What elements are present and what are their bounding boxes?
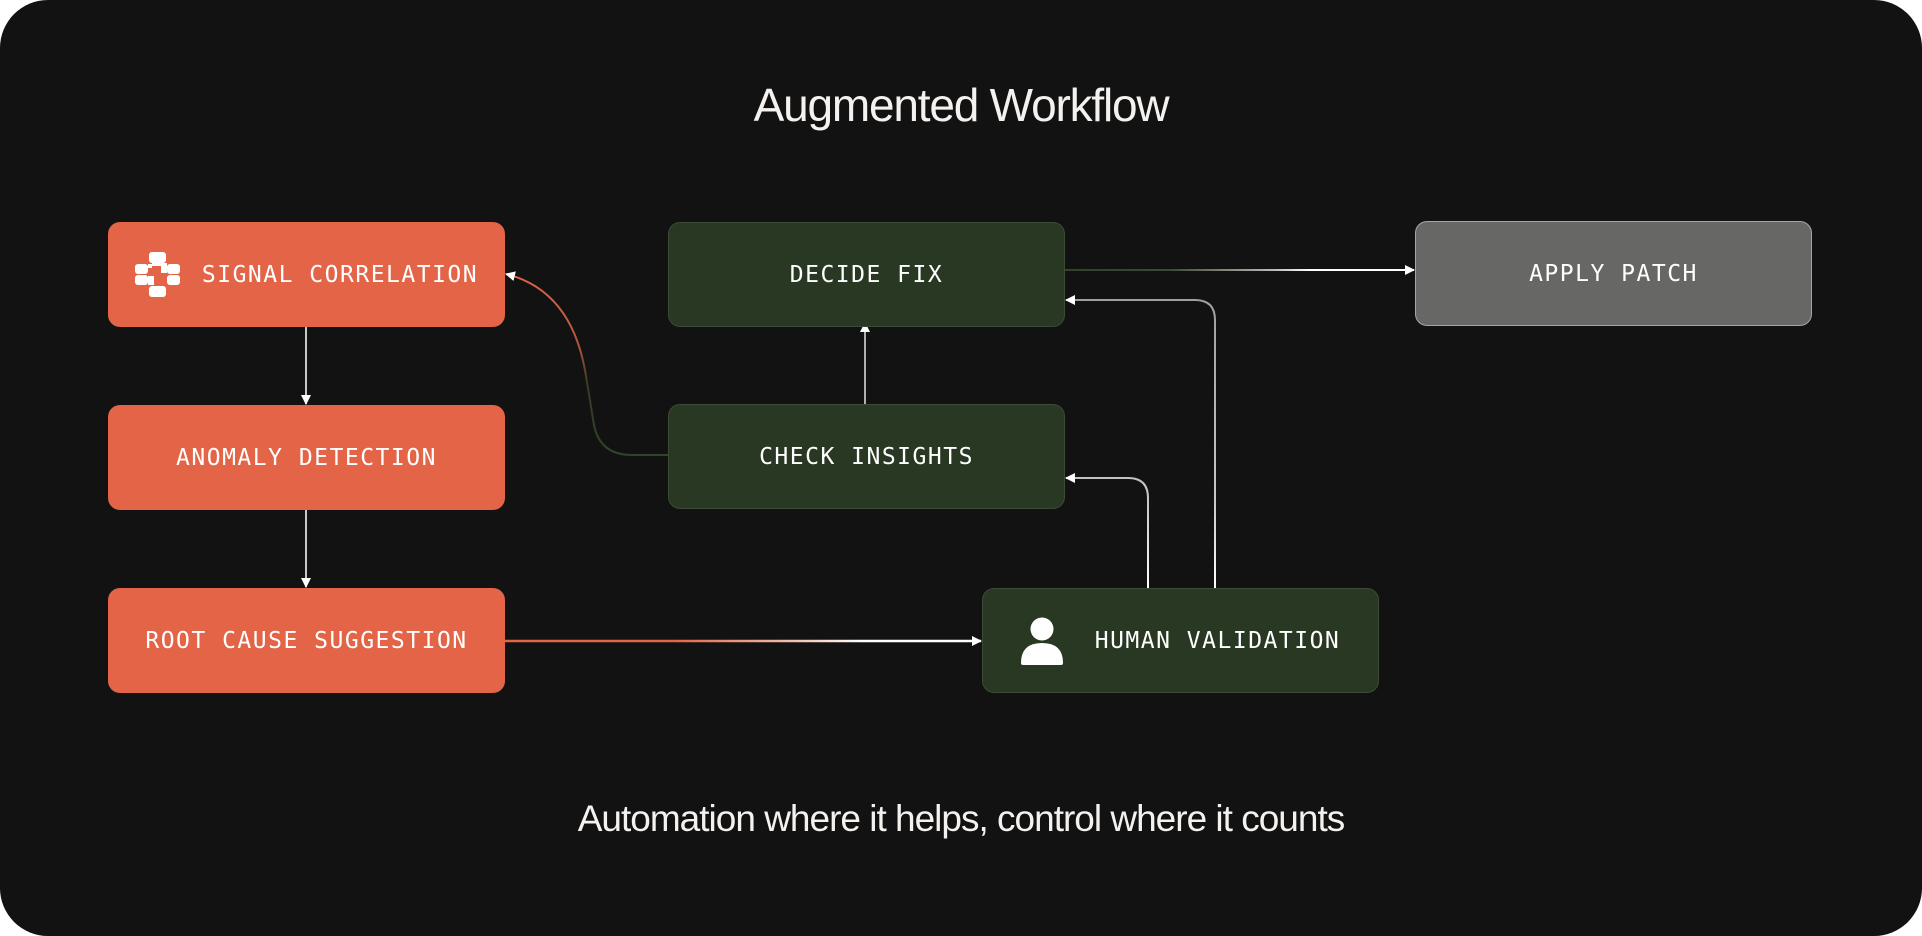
node-signal-correlation[interactable]: SIGNAL CORRELATION — [108, 222, 505, 327]
ai-cross-logo-icon — [134, 252, 180, 297]
node-label: HUMAN VALIDATION — [1094, 627, 1341, 654]
diagram-title: Augmented Workflow — [753, 79, 1170, 131]
node-label: CHECK INSIGHTS — [759, 443, 974, 470]
person-icon — [1020, 617, 1063, 665]
node-apply-patch[interactable]: APPLY PATCH — [1415, 221, 1812, 326]
node-root-cause-suggestion[interactable]: ROOT CAUSE SUGGESTION — [108, 588, 505, 693]
edge-check-to-signal — [505, 271, 668, 456]
node-check-insights[interactable]: CHECK INSIGHTS — [668, 404, 1065, 509]
node-label: ANOMALY DETECTION — [176, 444, 437, 471]
node-label: DECIDE FIX — [789, 261, 944, 288]
edge-human-to-decide — [1065, 295, 1216, 588]
diagram-subtitle: Automation where it helps, control where… — [577, 798, 1345, 839]
node-decide-fix[interactable]: DECIDE FIX — [668, 222, 1065, 327]
edge-human-to-check — [1065, 473, 1149, 588]
node-anomaly-detection[interactable]: ANOMALY DETECTION — [108, 405, 505, 510]
node-label: SIGNAL CORRELATION — [201, 261, 479, 288]
node-label: APPLY PATCH — [1529, 260, 1698, 287]
node-human-validation[interactable]: HUMAN VALIDATION — [982, 588, 1379, 693]
node-label: ROOT CAUSE SUGGESTION — [145, 627, 468, 654]
